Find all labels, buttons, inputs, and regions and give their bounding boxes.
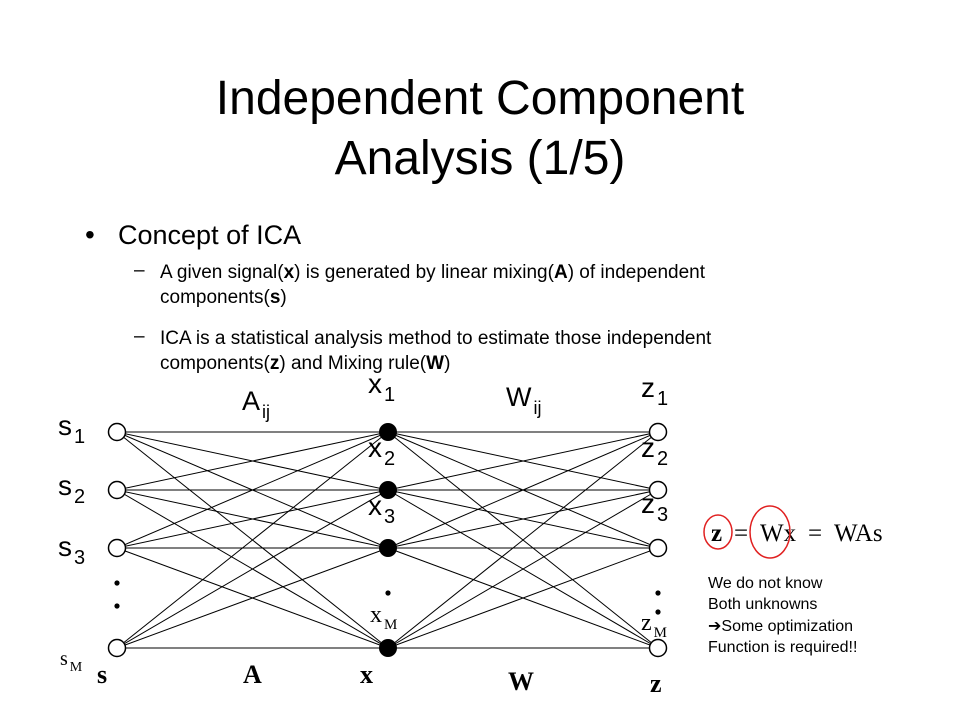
- bullet-heading: Concept of ICA: [118, 220, 302, 250]
- bullet-icon: •: [85, 219, 95, 250]
- note-line-3: ➔Some optimization: [708, 616, 854, 635]
- note-line-4: Function is required!!: [708, 639, 858, 656]
- ellipsis-dot: [655, 590, 661, 596]
- network-edge: [116, 489, 389, 549]
- sub-bullet-2-line-2: components(z) and Mixing rule(W): [160, 353, 451, 374]
- mixed-node: [379, 481, 397, 499]
- bottom-label-w: W: [508, 667, 534, 696]
- network-edges: [116, 431, 659, 649]
- mixed-node: [379, 423, 397, 441]
- network-edge: [387, 431, 659, 649]
- output-node: [648, 538, 668, 558]
- network-edge: [387, 547, 659, 649]
- network-nodes: [107, 422, 668, 658]
- dash-icon: –: [134, 260, 145, 281]
- bottom-label-x: x: [360, 660, 373, 689]
- sub-bullet-1: A given signal(x) is generated by linear…: [160, 260, 880, 310]
- lhs-highlight-circle: [703, 514, 733, 550]
- output-node: [648, 480, 668, 500]
- network-edge: [387, 489, 659, 549]
- source-node: [107, 538, 127, 558]
- output-node: [648, 638, 668, 658]
- note-text: We do not know Both unknowns ➔Some optim…: [708, 573, 857, 658]
- network-edge: [387, 431, 659, 491]
- network-edge: [387, 431, 659, 549]
- bottom-label-z: z: [650, 669, 662, 698]
- arrow-right-icon: ➔: [708, 616, 722, 635]
- sub-bullet-2-line-1: ICA is a statistical analysis method to …: [160, 328, 712, 349]
- equals-sign: =: [734, 520, 748, 547]
- dash-icon: –: [134, 326, 145, 347]
- ellipsis-dot: [385, 590, 391, 596]
- note-line-2: Both unknowns: [708, 596, 818, 613]
- equation-group: z = Wx = WAs: [703, 505, 883, 559]
- sub-bullet-1-line-2: components(s): [160, 287, 287, 308]
- source-node: [107, 422, 127, 442]
- network-edge: [116, 431, 389, 649]
- mixed-node: [379, 639, 397, 657]
- network-edge: [116, 547, 389, 649]
- equals-sign: =: [808, 520, 822, 547]
- sub-bullet-2: ICA is a statistical analysis method to …: [160, 326, 880, 376]
- network-edge: [116, 489, 389, 649]
- bottom-label-s: s: [97, 660, 107, 689]
- w-highlight-circle: [749, 505, 791, 559]
- output-node: [648, 422, 668, 442]
- equation-rhs: WAs: [834, 520, 883, 547]
- ellipsis-dot: [655, 609, 661, 615]
- slide-title-line-2: Analysis (1/5): [334, 132, 626, 185]
- source-node: [107, 638, 127, 658]
- network-edge: [387, 489, 659, 649]
- source-node: [107, 480, 127, 500]
- note-line-1: We do not know: [708, 575, 823, 592]
- ellipsis-dot: [114, 580, 120, 586]
- mixed-node: [379, 539, 397, 557]
- bottom-label-a: A: [243, 660, 262, 689]
- ellipsis-dot: [114, 603, 120, 609]
- slide-title-line-1: Independent Component: [215, 72, 745, 125]
- sub-bullet-1-line-1: A given signal(x) is generated by linear…: [160, 262, 706, 283]
- equation-lhs: z: [711, 520, 722, 547]
- equation-middle: Wx: [760, 520, 797, 547]
- network-edge: [116, 431, 389, 491]
- network-edge: [116, 431, 389, 549]
